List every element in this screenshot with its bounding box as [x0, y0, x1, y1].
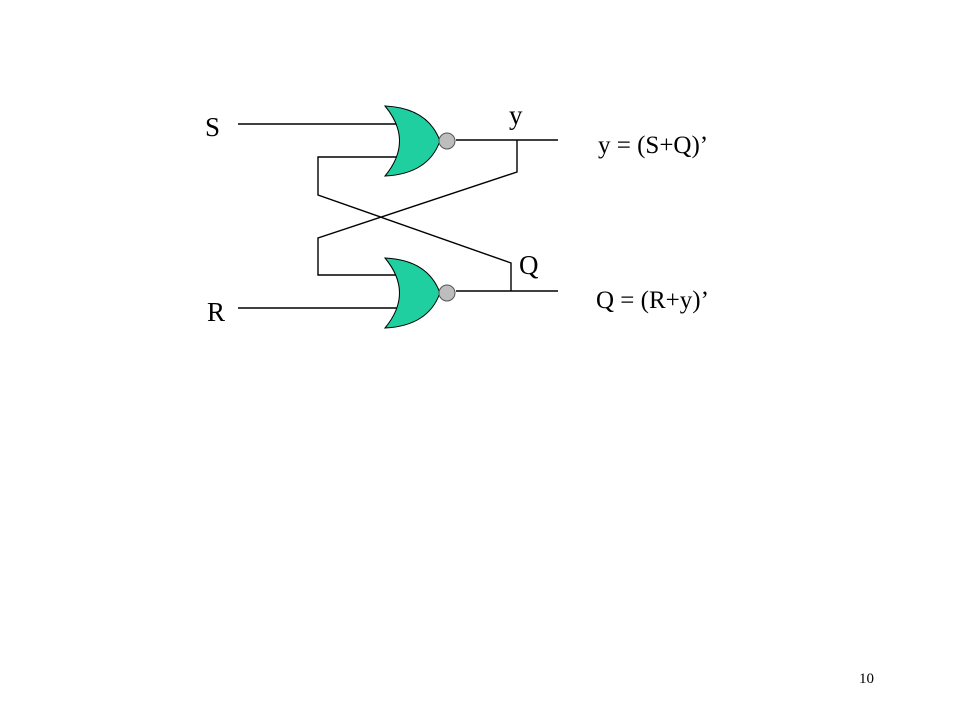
nor-gate-top: [383, 105, 456, 177]
nor-gate-top-bubble: [438, 132, 456, 150]
s-input-label: S: [205, 112, 220, 142]
nor-gate-top-body: [383, 105, 441, 177]
y-feedback-wire: [317, 140, 518, 276]
page-number: 10: [859, 671, 874, 687]
q-equation: Q = (R+y)’: [596, 287, 709, 314]
wires: [238, 123, 558, 309]
r-input-label: R: [207, 297, 225, 327]
q-feedback-wire: [317, 156, 512, 291]
nor-gate-bottom-bubble: [438, 284, 456, 302]
y-equation: y = (S+Q)’: [598, 132, 708, 159]
nor-gate-bottom-body: [383, 257, 441, 329]
nor-gate-bottom: [383, 257, 456, 329]
y-output-label: y: [509, 100, 523, 130]
q-output-label: Q: [519, 250, 539, 280]
